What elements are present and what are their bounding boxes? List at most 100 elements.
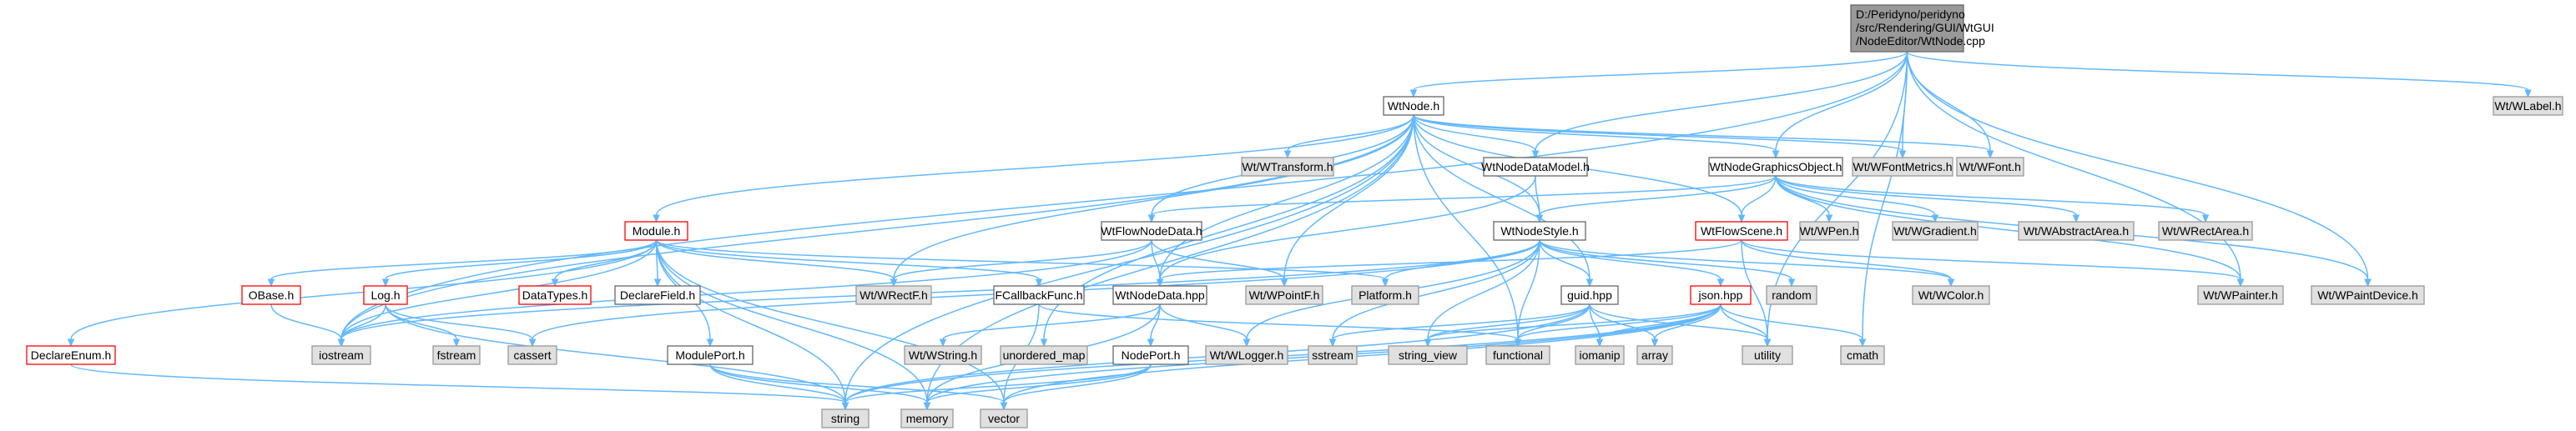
edge-arrowhead bbox=[1328, 338, 1337, 348]
edge-arrowhead bbox=[1531, 150, 1540, 159]
node-wtflownodedata-h[interactable]: WtFlowNodeData.h bbox=[1101, 221, 1202, 241]
edge-Module_h-to-OBase_h bbox=[270, 239, 658, 280]
node-label: functional bbox=[1493, 348, 1543, 362]
node-wtnodedata-hpp[interactable]: WtNodeData.hpp bbox=[1112, 285, 1207, 305]
edge-Module_h-to-FCallbackFunc_h bbox=[655, 239, 1040, 280]
node-declareenum-h[interactable]: DeclareEnum.h bbox=[26, 345, 116, 365]
node-label: memory bbox=[906, 412, 949, 425]
dependency-edges bbox=[67, 51, 2532, 411]
node-wtwpainter-h[interactable]: Wt/WPainter.h bbox=[2197, 285, 2284, 305]
edge-arrowhead bbox=[1040, 338, 1048, 348]
root-label-line: D:/Peridyno/peridyno bbox=[1856, 8, 1965, 21]
node-wtwrectarea-h[interactable]: Wt/WRectArea.h bbox=[2158, 221, 2253, 241]
node-string[interactable]: string bbox=[821, 408, 870, 428]
node-memory[interactable]: memory bbox=[900, 408, 954, 428]
node-wtflowscene-h[interactable]: WtFlowScene.h bbox=[1695, 221, 1788, 241]
node-label: utility bbox=[1754, 348, 1781, 362]
node-module-h[interactable]: Module.h bbox=[624, 221, 688, 241]
node-label: WtNode.h bbox=[1388, 99, 1439, 113]
node-guid-hpp[interactable]: guid.hpp bbox=[1560, 285, 1619, 305]
node-fcallbackfunc-h[interactable]: FCallbackFunc.h bbox=[993, 285, 1085, 305]
edge-WtNodeGraphicsObject_h-to-WtWPainter_h bbox=[1775, 175, 2241, 280]
edge-WtNodeGraphicsObject_h-to-WtFlowNodeData_h bbox=[1151, 175, 1777, 216]
node-wtnodedatamodel-h[interactable]: WtNodeDataModel.h bbox=[1481, 157, 1590, 177]
node-wtwtransform-h[interactable]: Wt/WTransform.h bbox=[1241, 157, 1334, 177]
node-label: DeclareField.h bbox=[620, 288, 695, 302]
node-vector[interactable]: vector bbox=[980, 408, 1028, 428]
node-log-h[interactable]: Log.h bbox=[363, 285, 408, 305]
edge-arrowhead bbox=[1737, 214, 1746, 223]
node-wtnodegraphicsobject-h[interactable]: WtNodeGraphicsObject.h bbox=[1708, 157, 1843, 177]
edge-WtNodeStyle_h-to-functional bbox=[1517, 239, 1540, 340]
node-unordered-map[interactable]: unordered_map bbox=[1000, 345, 1088, 365]
node-iostream[interactable]: iostream bbox=[311, 345, 371, 365]
node-sstream[interactable]: sstream bbox=[1308, 345, 1358, 365]
node-datatypes-h[interactable]: DataTypes.h bbox=[518, 285, 592, 305]
node-wtwcolor-h[interactable]: Wt/WColor.h bbox=[1912, 285, 1990, 305]
edge-WtFlowNodeData_h-to-iostream bbox=[340, 239, 1152, 340]
edge-WtNodeStyle_h-to-random bbox=[1539, 239, 1792, 280]
edge-ModulePort_h-to-memory bbox=[709, 363, 928, 403]
node-box bbox=[1351, 285, 1419, 305]
edge-json_hpp-to-utility bbox=[1720, 303, 1768, 340]
node-box bbox=[1956, 157, 2024, 177]
edge-DeclareEnum_h-to-string bbox=[70, 363, 846, 403]
node-label: WtNodeStyle.h bbox=[1500, 224, 1578, 238]
edge-WtFlowNodeData_h-to-WtWRectF_h bbox=[893, 239, 1152, 280]
edge-Module_h-to-string bbox=[655, 239, 846, 403]
edge-arrowhead bbox=[1147, 214, 1156, 223]
node-nodeport-h[interactable]: NodePort.h bbox=[1112, 345, 1189, 365]
edge-root-to-WtWPaintDevice_h bbox=[1906, 51, 2369, 280]
node-platform-h[interactable]: Platform.h bbox=[1351, 285, 1419, 305]
node-iomanip[interactable]: iomanip bbox=[1575, 345, 1625, 365]
node-wtwfont-h[interactable]: Wt/WFont.h bbox=[1956, 157, 2024, 177]
node-obase-h[interactable]: OBase.h bbox=[241, 285, 301, 305]
node-cassert[interactable]: cassert bbox=[507, 345, 557, 365]
node-wtwlogger-h[interactable]: Wt/WLogger.h bbox=[1205, 345, 1288, 365]
edge-NodePort_h-to-string bbox=[844, 363, 1152, 403]
edge-arrowhead bbox=[452, 338, 461, 348]
node-box bbox=[1241, 157, 1334, 177]
edge-WtFlowNodeData_h-to-WtWPointF_h bbox=[1151, 239, 1285, 280]
node-wtwpen-h[interactable]: Wt/WPen.h bbox=[1799, 221, 1859, 241]
node-wtwgradient-h[interactable]: Wt/WGradient.h bbox=[1892, 221, 1979, 241]
node-box bbox=[1493, 221, 1586, 241]
edge-arrowhead bbox=[1772, 150, 1780, 159]
node-wtwstring-h[interactable]: Wt/WString.h bbox=[904, 345, 982, 365]
edge-arrowhead bbox=[2524, 89, 2532, 98]
node-wtwabstractarea-h[interactable]: Wt/WAbstractArea.h bbox=[2018, 221, 2135, 241]
node-utility[interactable]: utility bbox=[1742, 345, 1793, 365]
node-moduleport-h[interactable]: ModulePort.h bbox=[667, 345, 754, 365]
node-box bbox=[2018, 221, 2135, 241]
node-array[interactable]: array bbox=[1636, 345, 1673, 365]
node-string-view[interactable]: string_view bbox=[1388, 345, 1468, 365]
edge-WtFlowNodeData_h-to-WtNodeData_hpp bbox=[1151, 239, 1161, 280]
edge-WtNodeDataModel_h-to-WtNodeStyle_h bbox=[1535, 175, 1540, 216]
node-label: array bbox=[1641, 348, 1668, 362]
edge-Module_h-to-WtWRectF_h bbox=[655, 239, 895, 280]
node-declarefield-h[interactable]: DeclareField.h bbox=[614, 285, 701, 305]
node-json-hpp[interactable]: json.hpp bbox=[1690, 285, 1752, 305]
node-wtwrectf-h[interactable]: Wt/WRectF.h bbox=[855, 285, 932, 305]
node-cmath[interactable]: cmath bbox=[1840, 345, 1885, 365]
node-wtwpaintdevice-h[interactable]: Wt/WPaintDevice.h bbox=[2311, 285, 2425, 305]
node-wtwfontmetrics-h[interactable]: Wt/WFontMetrics.h bbox=[1852, 157, 1953, 177]
node-wtnodestyle-h[interactable]: WtNodeStyle.h bbox=[1493, 221, 1586, 241]
node-wtwlabel-h[interactable]: Wt/WLabel.h bbox=[2493, 96, 2563, 116]
node-functional[interactable]: functional bbox=[1485, 345, 1550, 365]
node-label: string bbox=[831, 412, 860, 425]
node-wtnode-h[interactable]: WtNode.h bbox=[1383, 96, 1444, 116]
edge-arrowhead bbox=[706, 338, 714, 348]
edge-arrowhead bbox=[1858, 338, 1867, 348]
node-random[interactable]: random bbox=[1766, 285, 1817, 305]
node-box bbox=[904, 345, 982, 365]
node-wtwpointf-h[interactable]: Wt/WPointF.h bbox=[1245, 285, 1323, 305]
node-label: Wt/WLogger.h bbox=[1210, 348, 1284, 362]
node-label: ModulePort.h bbox=[675, 348, 744, 362]
node-box bbox=[507, 345, 557, 365]
edge-root-to-WtNodeDataModel_h bbox=[1535, 51, 1908, 152]
edge-arrowhead bbox=[1409, 89, 1418, 98]
node-fstream[interactable]: fstream bbox=[432, 345, 481, 365]
edge-WtNodeGraphicsObject_h-to-WtNodeStyle_h bbox=[1539, 175, 1777, 216]
edge-arrowhead bbox=[1585, 278, 1594, 288]
